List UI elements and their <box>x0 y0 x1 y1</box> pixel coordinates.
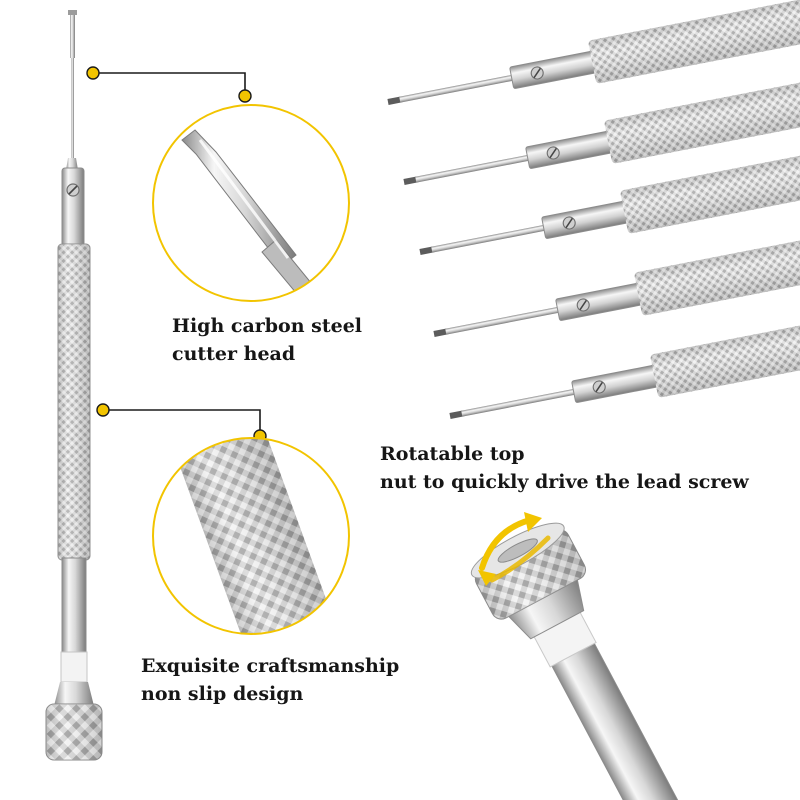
screwdriver-3 <box>419 149 800 255</box>
feature-callout-craftsmanship: Exquisite craftsmanship non slip design <box>141 652 399 708</box>
feature-callout-rotatable-nut: Rotatable top nut to quickly drive the l… <box>380 440 749 496</box>
screwdriver-set <box>387 0 800 419</box>
vertical-screwdriver <box>45 10 103 761</box>
feature-callout-line: Exquisite craftsmanship <box>141 655 400 677</box>
callout-connector-top <box>86 66 252 103</box>
rotation-arrows-icon <box>478 512 551 586</box>
feature-callout-line: non slip design <box>141 683 304 705</box>
feature-callout-cutter-head: High carbon steel cutter head <box>172 312 362 368</box>
screwdriver-4 <box>433 231 800 337</box>
feature-callout-line: Rotatable top <box>380 443 525 465</box>
screwdriver-1 <box>387 0 800 105</box>
rotatable-nut-detail <box>470 512 681 800</box>
callout-connector-middle <box>96 403 267 443</box>
feature-callout-line: nut to quickly drive the lead screw <box>380 471 749 493</box>
feature-callout-line: High carbon steel <box>172 315 363 337</box>
zoom-circle-cutter-head <box>152 104 350 302</box>
screwdriver-5 <box>449 313 800 419</box>
feature-callout-line: cutter head <box>172 343 296 365</box>
zoom-circle-knurled-grip <box>152 437 350 635</box>
screwdriver-2 <box>403 79 800 185</box>
